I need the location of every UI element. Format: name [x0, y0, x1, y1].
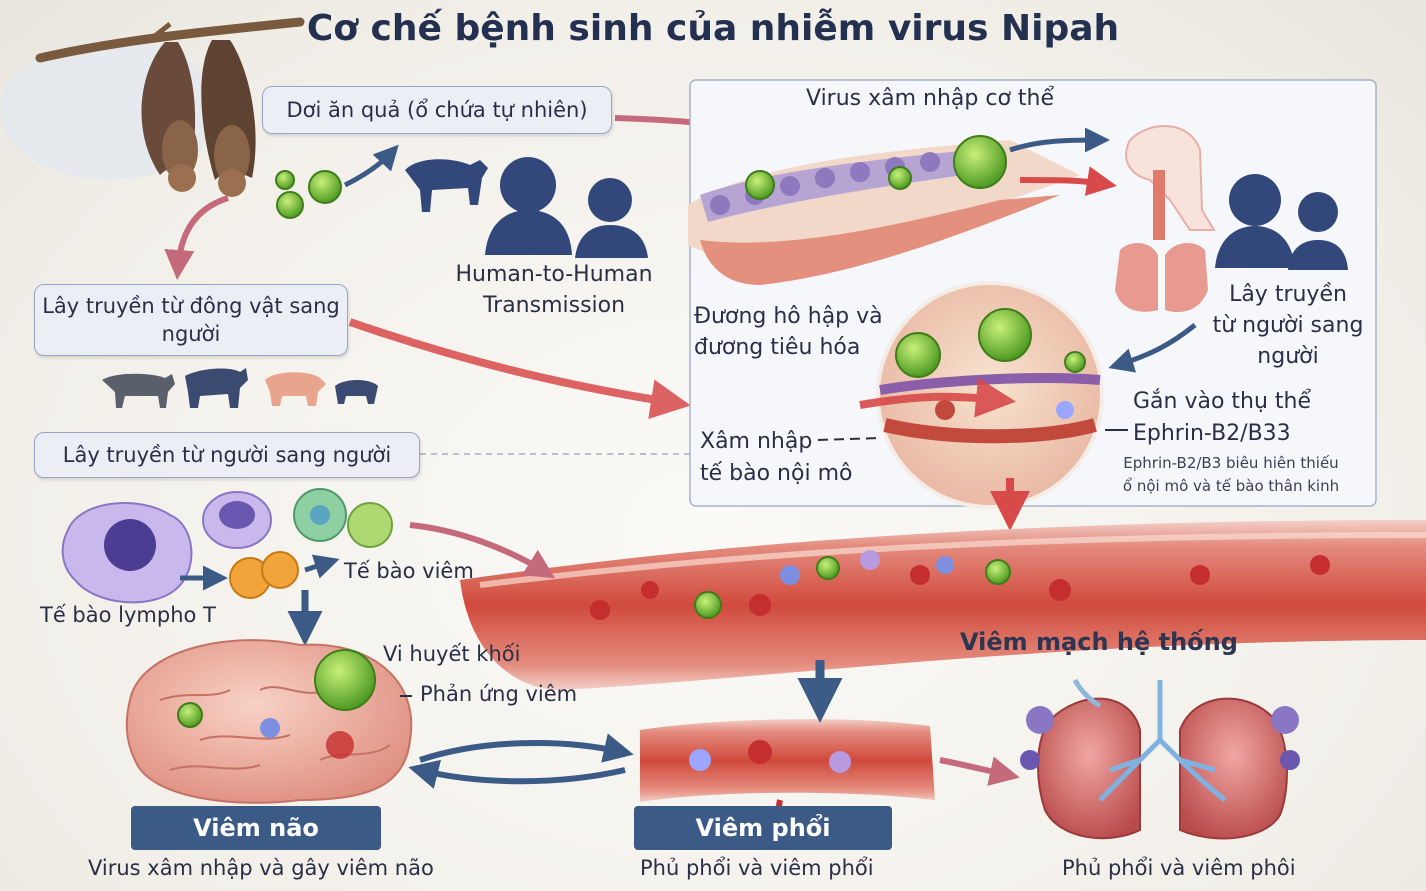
fruit-bat-icon [141, 40, 256, 197]
caption-lungs: Phủ phổi và viêm phôi [1062, 856, 1296, 880]
box-human-to-human: Lây truyền từ người sang người [34, 432, 420, 478]
label-virus-entry: Virus xâm nhập cơ thể [806, 86, 1055, 111]
immune-cells-icon [61, 488, 393, 604]
lung-vessel-illustration [640, 719, 935, 846]
animal-silhouettes-icon [102, 368, 378, 408]
box-animal-to-human: Lây truyền từ đông vật sang người [34, 284, 348, 356]
people-silhouette-icon [485, 157, 648, 258]
label-inflammatory-response: Phản ứng viêm [420, 682, 578, 706]
pill-pneumonia: Viêm phổi [634, 806, 892, 850]
label-inflammatory-cells: Tế bào viêm [344, 559, 474, 583]
lungs-illustration [1020, 680, 1300, 840]
label-t-lymphocytes: Tế bào lympho T [40, 603, 216, 627]
label-systemic-vasculitis: Viêm mạch hệ thống [960, 628, 1238, 656]
caption-pneumonia: Phủ phổi và viêm phổi [640, 856, 874, 880]
brain-illustration [125, 639, 413, 804]
blood-vessel-illustration [460, 520, 1426, 690]
caption-encephalitis: Virus xâm nhập và gây viêm não [88, 856, 434, 880]
label-microthrombi: Vi huyết khối [383, 642, 521, 666]
page-title: Cơ chế bệnh sinh của nhiễm virus Nipah [306, 8, 1120, 49]
people-silhouette-right-icon [1215, 174, 1348, 270]
box-fruit-bat-reservoir: Dơi ăn quả (ổ chứa tự nhiên) [262, 86, 612, 134]
livestock-silhouette-icon [405, 159, 488, 212]
pill-encephalitis: Viêm não [131, 806, 381, 850]
virus-cluster-icon [275, 170, 342, 219]
respiratory-tract-icon [1115, 125, 1216, 313]
